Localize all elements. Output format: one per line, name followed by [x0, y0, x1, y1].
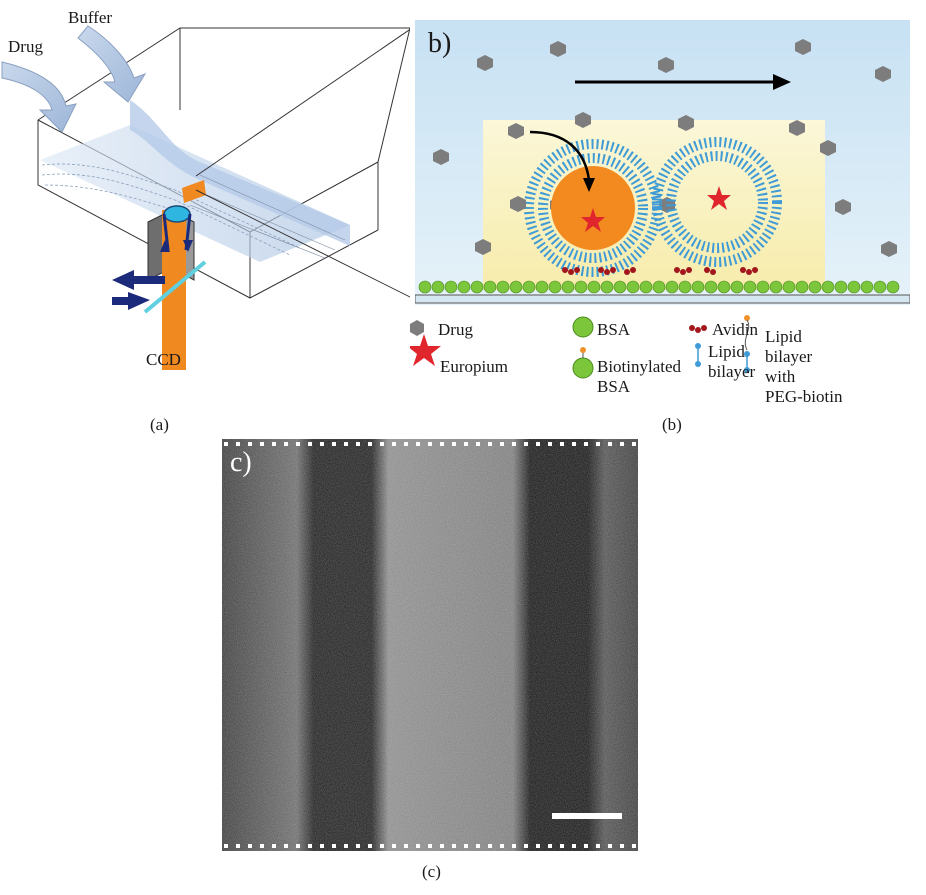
legend-drug: Drug — [438, 320, 473, 339]
caption-b: (b) — [662, 415, 682, 434]
empty-liposome — [652, 137, 782, 267]
caption-c: (c) — [422, 862, 441, 881]
scale-bar — [552, 813, 622, 819]
legend-lipid-peg-3: with — [765, 367, 796, 386]
legend-biotinylated-bsa-1: Biotinylated — [597, 357, 682, 376]
europium-star-1 — [581, 208, 605, 232]
lipid-bilayer-legend-icon — [695, 343, 701, 367]
legend-lipid-bilayer-2: bilayer — [708, 362, 756, 381]
avidin-legend-icon — [689, 325, 707, 333]
legend-bsa: BSA — [597, 320, 631, 339]
bsa-legend-icon — [572, 316, 594, 338]
legend-lipid-peg-2: bilayer — [765, 347, 813, 366]
panel-a-flow-cell-diagram — [1, 25, 410, 370]
lipid-peg-biotin-legend-icon — [744, 315, 750, 373]
flow-channel — [40, 100, 350, 262]
fluorescence-micrograph: c) — [222, 439, 638, 851]
europium-legend-icon — [410, 334, 441, 366]
drug-arrow — [1, 61, 77, 133]
legend-avidin: Avidin — [712, 320, 758, 339]
europium-star-2 — [707, 186, 731, 210]
caption-a: (a) — [150, 415, 169, 434]
drug-label: Drug — [8, 37, 43, 56]
drug-legend-icon — [410, 320, 424, 336]
top-dot-border — [224, 442, 636, 446]
panel-b-assay-illustration — [415, 20, 910, 305]
avidin-clusters — [562, 267, 758, 275]
bottom-dot-border — [224, 844, 636, 848]
legend-lipid-peg-1: Lipid — [765, 327, 802, 346]
micrograph-bands — [222, 439, 638, 851]
bsa-layer — [418, 280, 900, 294]
biotinylated-bsa-legend-icon — [572, 357, 594, 379]
buffer-label: Buffer — [68, 8, 113, 27]
ccd-label: CCD — [146, 350, 181, 369]
legend-europium: Europium — [440, 357, 508, 376]
microscope-optics — [112, 180, 207, 370]
legend-lipid-bilayer-1: Lipid — [708, 342, 745, 361]
panel-c-label: c) — [230, 447, 252, 478]
legend-lipid-peg-4: PEG-biotin — [765, 387, 843, 406]
legend-icons — [410, 315, 750, 379]
buffer-arrow — [77, 25, 147, 103]
panel-b-label: b) — [428, 28, 452, 59]
legend-biotinylated-bsa-2: BSA — [597, 377, 631, 396]
